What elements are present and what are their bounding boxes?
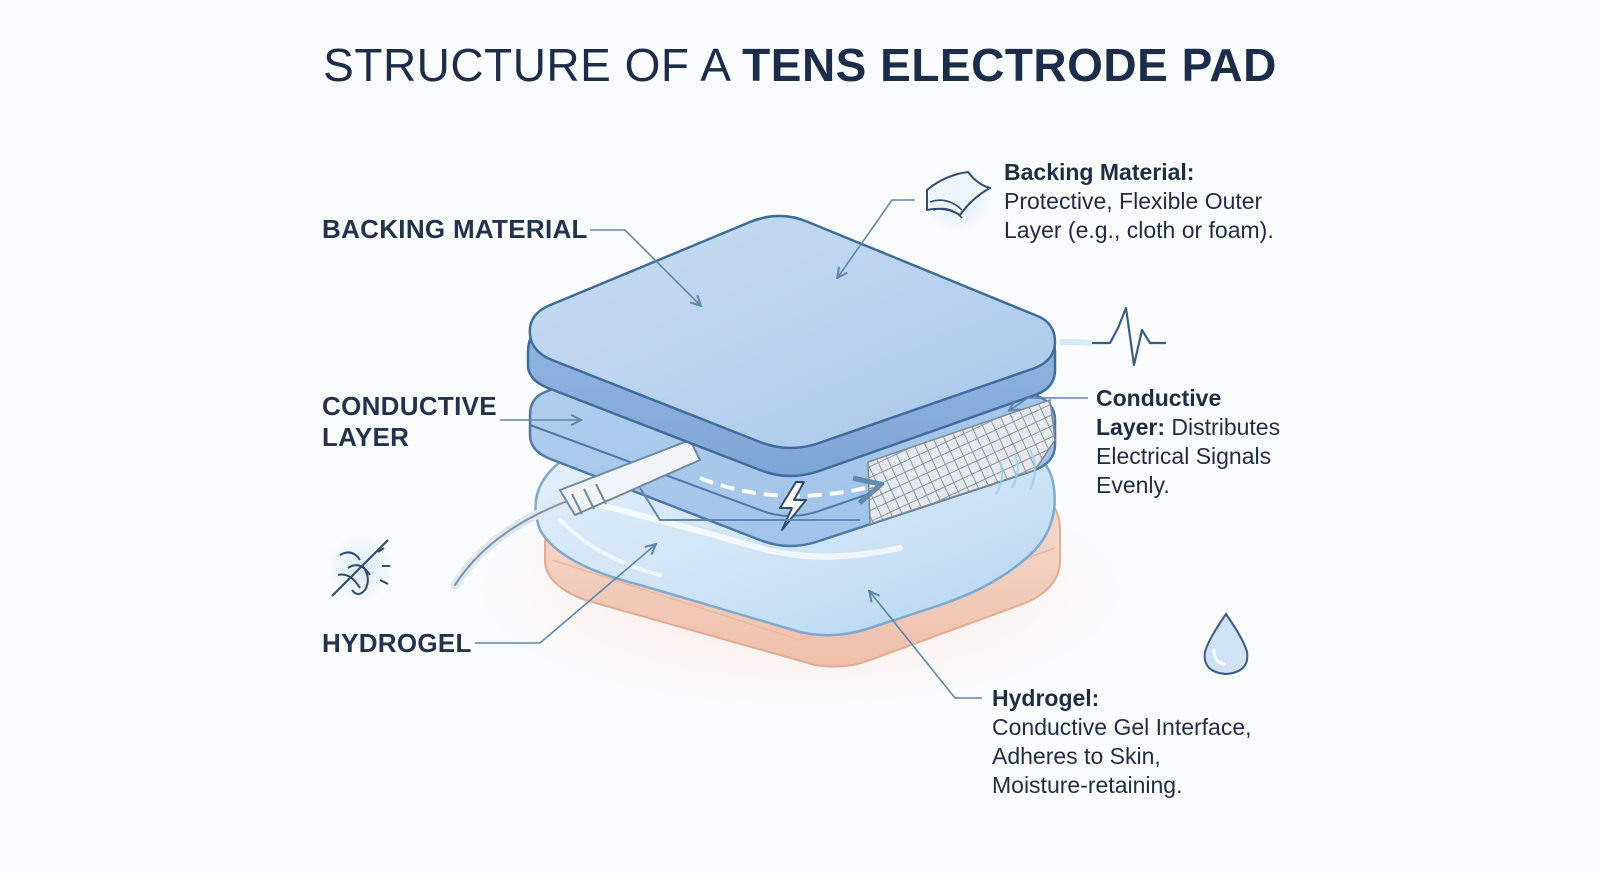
- left-label-conductive-line1: CONDUCTIVE: [322, 391, 497, 421]
- desc-backing: Backing Material: Protective, Flexible O…: [1004, 158, 1274, 245]
- desc-backing-line1: Protective, Flexible Outer: [1004, 188, 1263, 214]
- heartbeat-wave-icon: [1059, 306, 1166, 367]
- desc-hydrogel-line1: Conductive Gel Interface,: [992, 714, 1252, 740]
- desc-hydrogel-line2: Adheres to Skin,: [992, 743, 1161, 769]
- title-bold: TENS ELECTRODE PAD: [742, 39, 1277, 91]
- no-hair-skin-icon: [326, 534, 394, 602]
- fabric-sheet-icon: [924, 166, 992, 234]
- leader-conductive-right: [1010, 397, 1088, 410]
- desc-conductive-heading-line2: Layer:: [1096, 414, 1166, 440]
- left-label-hydrogel: HYDROGEL: [322, 628, 472, 658]
- desc-conductive-line4: Evenly.: [1096, 472, 1170, 498]
- leader-lines: [475, 199, 1088, 699]
- lead-wire: [450, 438, 860, 590]
- desc-hydrogel-line3: Moisture-retaining.: [992, 772, 1183, 798]
- lightning-bolt-icon: [779, 481, 807, 531]
- leader-hydrogel-right: [870, 592, 982, 699]
- desc-conductive: Conductive Layer: Distributes Electrical…: [1096, 384, 1280, 500]
- desc-conductive-line2: Layer: Distributes: [1096, 413, 1280, 442]
- backing-layer: [526, 214, 1057, 478]
- leader-backing-right: [838, 199, 915, 277]
- desc-conductive-line3: Electrical Signals: [1096, 443, 1272, 469]
- desc-conductive-line2-rest: Distributes: [1165, 414, 1281, 440]
- desc-conductive-heading-line1: Conductive: [1096, 385, 1222, 411]
- left-label-conductive-line2: LAYER: [322, 422, 410, 452]
- desc-hydrogel: Hydrogel: Conductive Gel Interface, Adhe…: [992, 684, 1252, 800]
- desc-backing-line2: Layer (e.g., cloth or foam).: [1004, 217, 1274, 243]
- leader-hydrogel-left: [475, 545, 655, 644]
- water-drop-icon: [1203, 612, 1249, 676]
- left-label-conductive: CONDUCTIVE LAYER: [322, 391, 497, 453]
- title-light: STRUCTURE OF A: [323, 39, 729, 91]
- left-label-backing: BACKING MATERIAL: [322, 214, 588, 244]
- desc-hydrogel-heading: Hydrogel:: [992, 685, 1100, 711]
- leader-backing-left: [590, 229, 700, 305]
- desc-backing-heading: Backing Material:: [1004, 159, 1195, 185]
- page-title: STRUCTURE OF A TENS ELECTRODE PAD: [0, 38, 1600, 92]
